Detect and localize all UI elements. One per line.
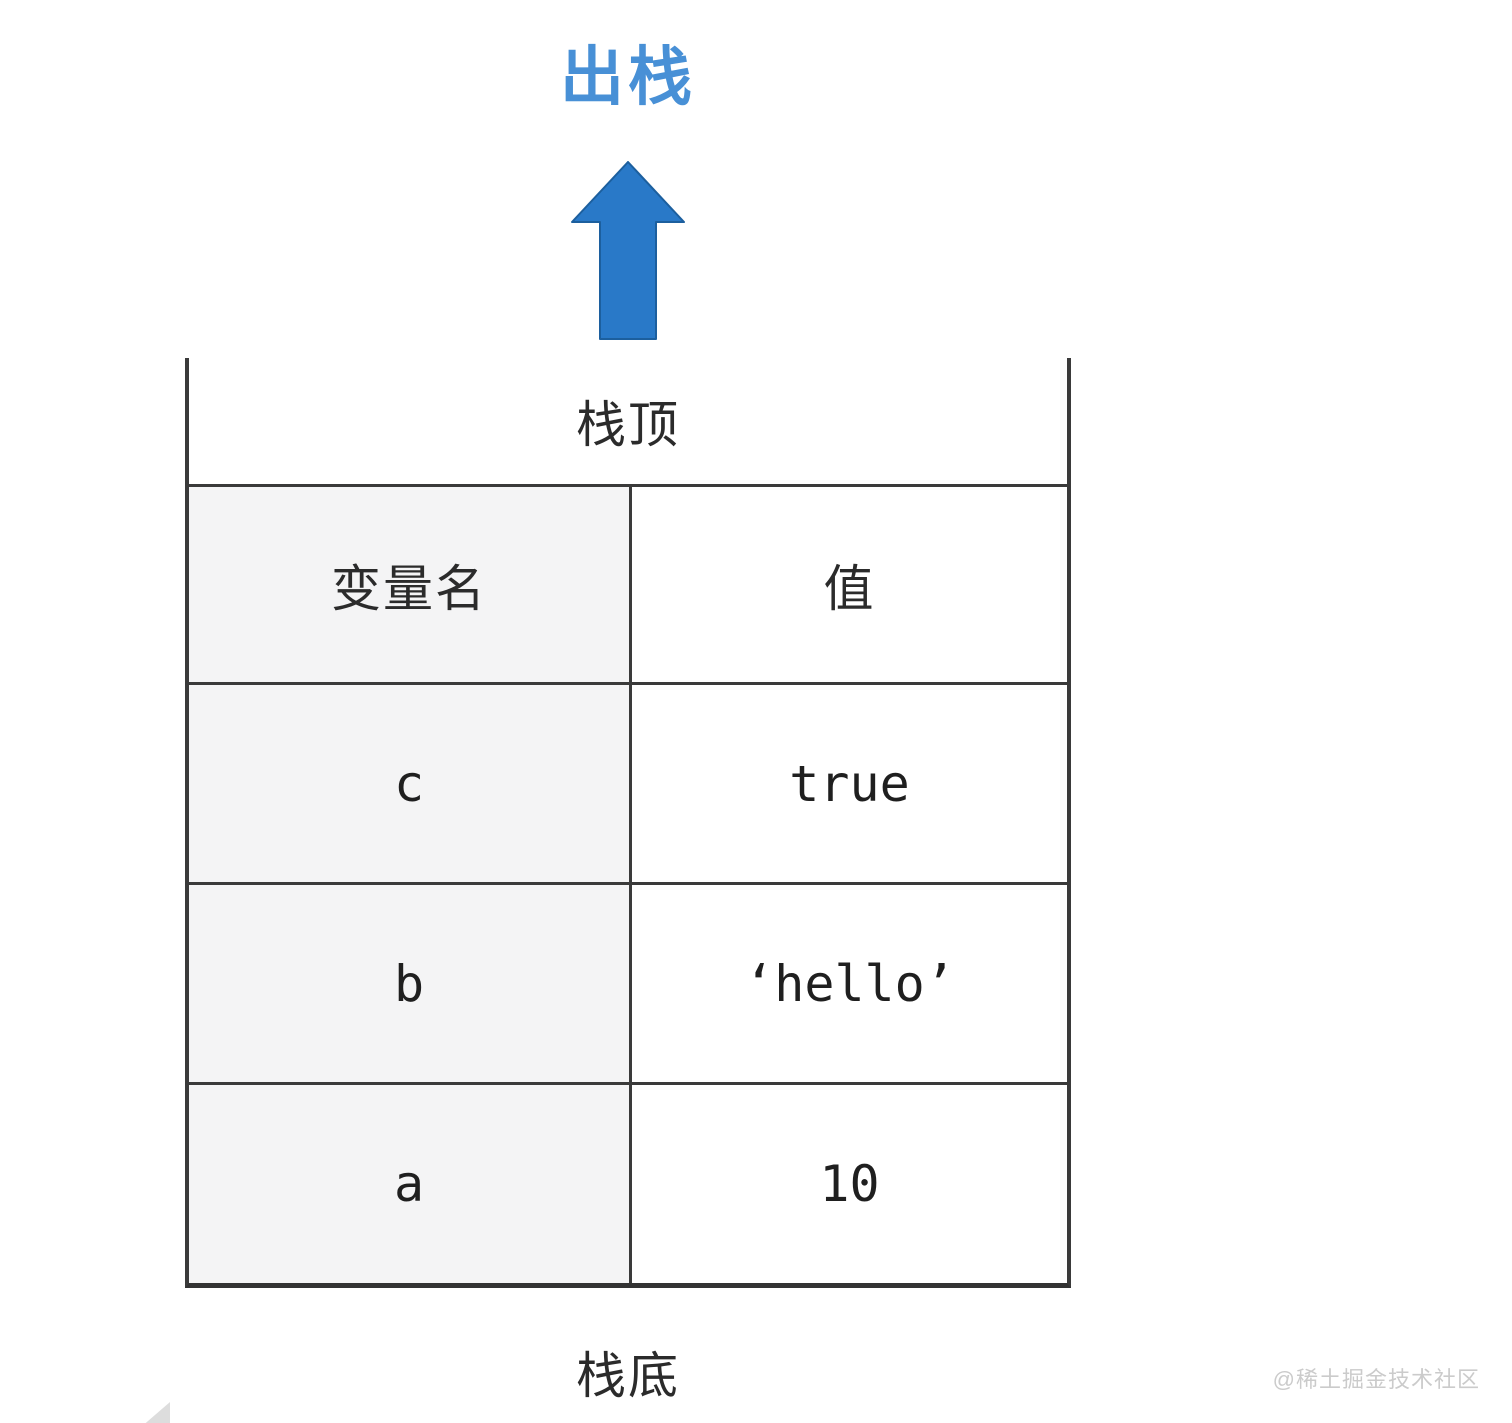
up-arrow-shape	[571, 161, 685, 340]
table-row: a 10	[189, 1082, 1067, 1283]
value-cell: 10	[632, 1085, 1067, 1283]
table-row: b ‘hello’	[189, 882, 1067, 1082]
stack-container: 栈顶 变量名 值 c true b ‘hello’ a 10	[185, 358, 1071, 1288]
stack-bottom-label: 栈底	[576, 1348, 680, 1404]
table-row: c true	[189, 682, 1067, 882]
table-header-row: 变量名 值	[189, 484, 1067, 682]
stack-top-label: 栈顶	[576, 397, 680, 453]
watermark-text: @稀土掘金技术社区	[1272, 1367, 1480, 1392]
value-cell: ‘hello’	[632, 885, 1067, 1082]
header-value: 值	[632, 487, 1067, 682]
up-arrow-icon	[571, 161, 685, 340]
variable-name-cell: c	[189, 685, 632, 882]
pop-label: 出栈	[560, 41, 696, 113]
variable-name-cell: b	[189, 885, 632, 1082]
header-variable-name: 变量名	[189, 487, 632, 682]
paper-plane-shape	[145, 1402, 170, 1423]
variable-name-cell: a	[189, 1085, 632, 1283]
paper-plane-watermark-icon	[145, 1402, 170, 1423]
value-cell: true	[632, 685, 1067, 882]
